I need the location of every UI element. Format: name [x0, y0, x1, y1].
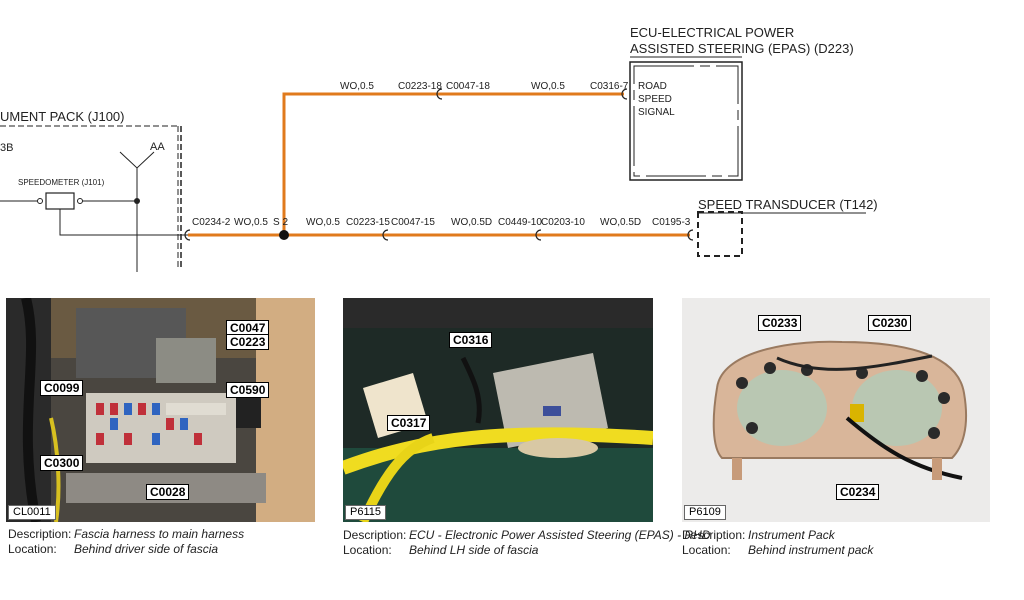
description-value: Fascia harness to main harness	[74, 527, 245, 541]
lower-conn-c0047-15: C0047-15	[391, 217, 435, 228]
splice-node	[279, 230, 289, 240]
upper-conn-c0316-7: C0316-7	[590, 81, 629, 92]
ecu-pin-label-road: ROAD	[638, 81, 667, 92]
instrument-pack-title: UMENT PACK (J100)	[0, 109, 125, 124]
callout-c0028: C0028	[146, 484, 190, 500]
lower-spec-2: WO,0.5D	[451, 217, 492, 228]
connector-symbol-c0316	[621, 88, 628, 100]
instrument-pack-component: UMENT PACK (J100) 3B AA SPEEDOMETER (J10…	[0, 109, 188, 272]
lower-conn-c0449-10: C0449-10	[498, 217, 542, 228]
lower-spec-0: WO,0.5	[234, 217, 268, 228]
photo-instrument-pack-image	[682, 298, 990, 522]
connector-symbol-c0223-18	[436, 88, 443, 100]
caption-fascia-harness: Description:Fascia harness to main harne…	[8, 527, 244, 557]
location-label: Location:	[8, 542, 57, 556]
description-label: Description:	[8, 527, 72, 541]
ecu-title-line1: ECU-ELECTRICAL POWER	[630, 25, 794, 40]
connector-symbol-c0223-15	[382, 229, 389, 241]
callout-c0233: C0233	[758, 315, 802, 331]
description-label: Description:	[682, 528, 746, 542]
location-label: Location:	[343, 543, 392, 557]
location-value: Behind driver side of fascia	[74, 542, 219, 556]
ecu-pin-label-signal: SIGNAL	[638, 107, 675, 118]
callout-c0099: C0099	[40, 380, 84, 396]
ecu-component: ECU-ELECTRICAL POWER ASSISTED STEERING (…	[629, 25, 854, 181]
upper-conn-c0047-18: C0047-18	[446, 81, 490, 92]
speedometer-label: SPEEDOMETER (J101)	[18, 178, 105, 187]
lower-conn-c0195-3: C0195-3	[652, 217, 691, 228]
ecu-title-line2: ASSISTED STEERING (EPAS) (D223)	[630, 41, 854, 56]
connector-symbol-c0234	[184, 229, 191, 241]
description-label: Description:	[343, 528, 407, 542]
aa-label: AA	[150, 141, 165, 153]
description-value: Instrument Pack	[748, 528, 835, 542]
lower-spec-1: WO,0.5	[306, 217, 340, 228]
callout-c0234: C0234	[836, 484, 880, 500]
photo-ref-p6115: P6115	[345, 505, 386, 520]
lower-conn-c0203-10: C0203-10	[541, 217, 585, 228]
location-value: Behind LH side of fascia	[409, 543, 539, 557]
speed-transducer-title: SPEED TRANSDUCER (T142)	[698, 197, 878, 212]
location-value: Behind instrument pack	[748, 543, 874, 557]
speed-transducer-component: SPEED TRANSDUCER (T142)	[697, 197, 878, 257]
lower-conn-c0234-2: C0234-2	[192, 217, 231, 228]
upper-conn-c0223-18: C0223-18	[398, 81, 442, 92]
ecu-box	[629, 61, 743, 181]
photo-epas-ecu-image	[343, 298, 653, 522]
callout-c0317: C0317	[387, 415, 431, 431]
photo-ref-p6109: P6109	[684, 505, 726, 520]
lower-spec-3: WO,0.5D	[600, 217, 641, 228]
photo-instrument-pack: C0233 C0230 C0234 P6109	[682, 298, 990, 522]
lower-conn-c0223-15: C0223-15	[346, 217, 390, 228]
caption-instrument-pack: Description:Instrument Pack Location: Beh…	[682, 528, 873, 558]
callout-c0223: C0223	[226, 334, 270, 350]
upper-spec-2: WO,0.5	[531, 81, 565, 92]
edge-label: 3B	[0, 142, 13, 154]
connector-symbol-c0449	[535, 229, 542, 241]
callout-c0316: C0316	[449, 332, 493, 348]
photo-fascia-harness: C0047 C0223 C0099 C0590 C0300 C0028 CL00…	[6, 298, 315, 522]
location-label: Location:	[682, 543, 731, 557]
speed-transducer-box	[697, 211, 743, 257]
description-value: ECU - Electronic Power Assisted Steering…	[409, 528, 711, 542]
caption-epas-ecu: Description:ECU - Electronic Power Assis…	[343, 528, 710, 558]
wiring-diagram: ECU-ELECTRICAL POWER ASSISTED STEERING (…	[0, 25, 878, 272]
photo-epas-ecu: C0316 C0317 P6115	[343, 298, 653, 522]
callout-c0300: C0300	[40, 455, 84, 471]
speedometer-symbol	[45, 192, 75, 210]
callout-c0047: C0047	[226, 320, 270, 336]
connector-symbol-c0195	[687, 229, 694, 241]
photo-ref-cl0011: CL0011	[8, 505, 56, 520]
upper-wire	[282, 92, 624, 235]
callout-c0230: C0230	[868, 315, 912, 331]
ecu-pin-label-speed: SPEED	[638, 94, 672, 105]
splice-label: S 2	[273, 217, 288, 228]
callout-c0590: C0590	[226, 382, 270, 398]
upper-spec-1: WO,0.5	[340, 81, 374, 92]
